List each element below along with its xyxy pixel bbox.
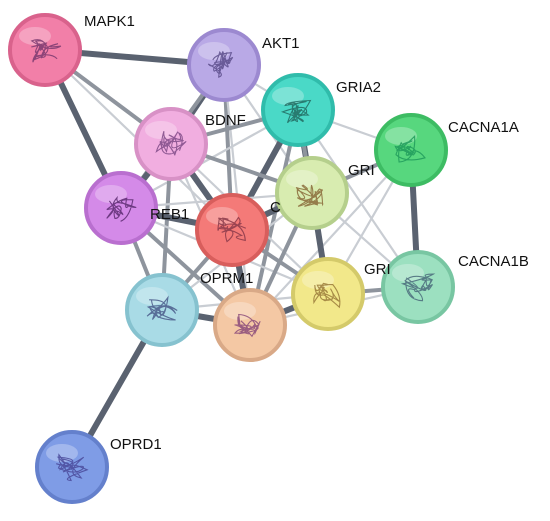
node-highlight xyxy=(95,185,127,203)
node-oprk1[interactable] xyxy=(125,273,199,347)
node-circle xyxy=(195,193,269,267)
protein-structure-icon xyxy=(313,282,341,309)
protein-structure-icon xyxy=(280,99,312,124)
protein-structure-icon xyxy=(207,50,234,78)
protein-structure-icon xyxy=(155,131,187,156)
node-highlight xyxy=(286,170,318,188)
node-grin[interactable] xyxy=(275,156,349,230)
node-oprd1[interactable] xyxy=(35,430,109,504)
node-label-cacna1a: CACNA1A xyxy=(448,119,519,136)
node-label-grm: GRI xyxy=(364,261,391,278)
node-cacna1b[interactable] xyxy=(381,250,455,324)
node-label-creb1: REB1 xyxy=(150,206,189,223)
edge-cacna1a-oprm1 xyxy=(248,148,413,327)
node-creb1[interactable] xyxy=(84,171,158,245)
protein-structure-icon xyxy=(56,453,89,482)
node-cacna1a[interactable] xyxy=(374,113,448,187)
node-highlight xyxy=(392,264,424,282)
node-label-comt: C xyxy=(270,199,281,216)
node-highlight xyxy=(19,27,51,45)
node-grm[interactable] xyxy=(291,257,365,331)
protein-structure-icon xyxy=(217,216,247,243)
protein-structure-icon xyxy=(394,135,426,163)
node-gria2[interactable] xyxy=(261,73,335,147)
node-oprm1[interactable] xyxy=(213,288,287,362)
node-label-oprm1: OPRM1 xyxy=(200,270,253,287)
node-label-grin: GRI xyxy=(348,162,375,179)
protein-structure-icon xyxy=(146,295,178,321)
node-bdnf[interactable] xyxy=(134,107,208,181)
node-highlight xyxy=(46,444,78,462)
node-label-oprd1: OPRD1 xyxy=(110,436,162,453)
node-highlight xyxy=(206,207,238,225)
node-circle xyxy=(381,250,455,324)
node-mapk1[interactable] xyxy=(8,13,82,87)
node-label-bdnf: BDNF xyxy=(205,112,246,129)
protein-structure-icon xyxy=(30,39,62,63)
node-circle xyxy=(213,288,287,362)
node-akt1[interactable] xyxy=(187,28,261,102)
node-circle xyxy=(134,107,208,181)
protein-structure-icon xyxy=(106,195,137,222)
node-circle xyxy=(291,257,365,331)
node-circle xyxy=(275,156,349,230)
node-highlight xyxy=(272,87,304,105)
node-comt[interactable] xyxy=(195,193,269,267)
node-label-cacna1b: CACNA1B xyxy=(458,253,529,270)
nodes-layer xyxy=(8,13,455,504)
protein-structure-icon xyxy=(233,313,261,338)
node-highlight xyxy=(385,127,417,145)
node-circle xyxy=(125,273,199,347)
protein-structure-icon xyxy=(400,273,436,302)
node-highlight xyxy=(224,302,256,320)
node-label-akt1: AKT1 xyxy=(262,35,300,52)
node-label-gria2: GRIA2 xyxy=(336,79,381,96)
node-circle xyxy=(374,113,448,187)
node-label-mapk1: MAPK1 xyxy=(84,13,135,30)
protein-structure-icon xyxy=(295,184,324,207)
